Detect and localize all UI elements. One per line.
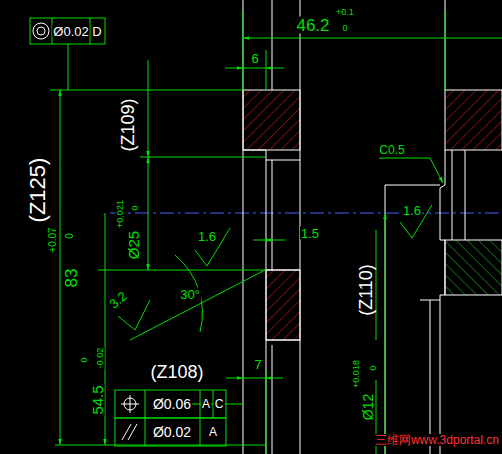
dimension-text: 3.2 xyxy=(106,289,130,312)
tolerance-symbols xyxy=(33,23,139,440)
dimension-text: (Z110) xyxy=(357,263,375,317)
part-outline xyxy=(243,0,465,454)
dimension-text: Ø25 xyxy=(126,230,141,260)
dimension-lines xyxy=(50,10,502,454)
dimension-text: -0.02 xyxy=(96,347,105,370)
dimension-text: 0 xyxy=(80,356,89,363)
dimension-text: Ø12 xyxy=(361,393,375,421)
dimension-text: C0.5 xyxy=(378,144,405,156)
dimension-text: 30° xyxy=(179,288,201,301)
dimension-text: 1.5 xyxy=(300,227,320,240)
tolerance-frames xyxy=(30,18,226,446)
dimension-text: 54.5 xyxy=(90,384,105,415)
frame-cell: D xyxy=(91,25,102,38)
dimension-text: 83 xyxy=(63,268,80,289)
dimension-text: 1.6 xyxy=(197,230,217,243)
dimension-text: 6 xyxy=(250,52,259,65)
dimension-text: +0.021 xyxy=(116,199,125,229)
frame-cell: A xyxy=(201,398,211,410)
dimension-text: (Z109) xyxy=(119,97,137,152)
frame-cell: A xyxy=(208,426,218,438)
dimension-text: 0 xyxy=(131,204,140,211)
dimension-text: 1.6 xyxy=(402,204,422,217)
frame-cell: Ø0.02 xyxy=(52,25,89,38)
dimension-text: 0 xyxy=(341,24,348,33)
roughness-symbol xyxy=(118,205,432,330)
center-line xyxy=(110,213,502,214)
dimension-text: 7 xyxy=(253,358,262,371)
dimension-text: 0 xyxy=(65,232,75,240)
dimension-text: +0.1 xyxy=(335,8,355,17)
watermark: 三维网www.3dportal.cn xyxy=(374,434,500,446)
dimension-text: +0.07 xyxy=(48,226,58,253)
dimension-text: +0.018 xyxy=(352,359,361,389)
frame-cell: Ø0.02 xyxy=(152,425,192,439)
frame-cell: Ø0.06 xyxy=(152,397,192,411)
dimension-text: 46.2 xyxy=(295,17,330,34)
dimension-text: 0 xyxy=(369,364,378,371)
dimension-text: (Z125) xyxy=(27,157,49,224)
dimension-text: (Z108) xyxy=(149,363,204,381)
frame-cell: C xyxy=(214,398,225,410)
section-hatching xyxy=(243,90,502,340)
